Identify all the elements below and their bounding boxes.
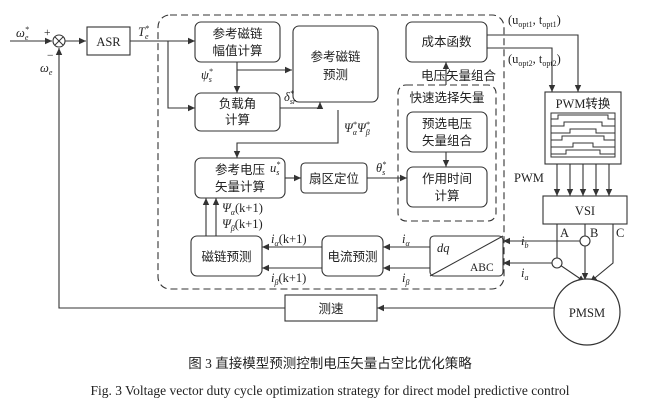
wire-te-load-angle (167, 41, 195, 112)
speed-ref-label: ω*e (16, 25, 29, 42)
ia-label: ia (521, 266, 528, 282)
fast-select-dashed-group (397, 84, 497, 222)
svg-text:测速: 测速 (318, 302, 344, 316)
speed-measurement-block: 测速 (284, 294, 378, 322)
controller-dashed-boundary (157, 14, 505, 290)
psi-alpha-beta-label: Ψ*αΨ*β (344, 120, 370, 137)
dq-abc-transform-block: dq ABC (429, 235, 504, 277)
svg-text:预测: 预测 (323, 68, 348, 82)
flux-amplitude-block: 参考磁链 幅值计算 (194, 21, 281, 63)
us-ref-label: u*s (270, 160, 280, 177)
ialpha-label: iα (402, 232, 410, 248)
uopt2-label: (uopt2, topt2) (508, 52, 561, 68)
svg-text:PWM转换: PWM转换 (556, 96, 611, 111)
preselect-block: 预选电压 矢量组合 (406, 111, 488, 153)
plus-sign: + (44, 27, 51, 39)
flux-observer-block: 磁链预测 (190, 235, 263, 277)
wire-speed-feedback (55, 48, 285, 309)
load-angle-block: 负载角 计算 (194, 92, 281, 132)
volt-combo-label: 电压矢量组合 (421, 68, 497, 83)
svg-text:计算: 计算 (434, 188, 459, 203)
voltage-vector-calc-block: 参考电压 矢量计算 (194, 157, 286, 199)
theta-s-label: θ*s (376, 160, 386, 177)
svg-text:幅值计算: 幅值计算 (212, 43, 262, 58)
minus-sign: − (47, 50, 54, 62)
phase-a-label: A (560, 226, 569, 240)
ialpha-k1-label: iα(k+1) (271, 232, 307, 248)
pwm-signal-lines (553, 164, 613, 196)
sector-block: 扇区定位 (300, 162, 368, 194)
ib-label: ib (521, 234, 528, 250)
summing-junction (52, 34, 66, 48)
svg-text:磁链预测: 磁链预测 (201, 249, 251, 264)
wire-cost-uopt2 (487, 47, 556, 92)
current-prediction-block: 电流预测 (321, 235, 384, 277)
current-sensor-a (551, 257, 563, 269)
caption-zh: 图 3 直接模型预测控制电压矢量占空比优化策略 (188, 355, 472, 371)
pwm-conversion-block: PWM转换 (544, 91, 622, 165)
flux-prediction-block: 参考磁链 预测 (292, 25, 379, 103)
current-sensor-b (579, 235, 591, 247)
svg-text:作用时间: 作用时间 (422, 172, 472, 186)
action-time-block: 作用时间 计算 (406, 166, 488, 208)
torque-ref-label: T*e (138, 24, 149, 41)
ibeta-label: iβ (402, 271, 409, 287)
wire-delta-flux-pred (280, 102, 324, 109)
wire-flux-pred-volt-calc (233, 110, 339, 158)
svg-text:矢量计算: 矢量计算 (215, 179, 265, 194)
speed-fb-label: ωe (40, 61, 53, 77)
asr-block: ASR (86, 26, 131, 56)
svg-text:电流预测: 电流预测 (327, 250, 377, 264)
svg-text:PMSM: PMSM (569, 306, 605, 320)
svg-text:计算: 计算 (225, 112, 250, 127)
svg-text:VSI: VSI (575, 204, 595, 218)
svg-text:dq: dq (437, 241, 450, 255)
uopt1-label: (uopt1, topt1) (508, 13, 561, 29)
wire-phase-c (589, 224, 614, 283)
caption-en: Fig. 3 Voltage vector duty cycle optimiz… (91, 383, 570, 398)
pwm-pulse-pattern-icon (550, 112, 616, 158)
svg-text:参考磁链: 参考磁链 (310, 49, 361, 64)
svg-text:预选电压: 预选电压 (422, 117, 472, 131)
fast-select-title: 快速选择矢量 (409, 91, 484, 105)
svg-text:成本函数: 成本函数 (421, 34, 472, 49)
svg-text:ABC: ABC (470, 262, 494, 274)
svg-text:参考磁链: 参考磁链 (212, 26, 263, 41)
vsi-block: VSI (542, 195, 628, 225)
wire-cost-uopt1 (487, 34, 582, 92)
svg-text:参考电压: 参考电压 (215, 162, 265, 177)
delta-sr-label: δ*sr (284, 89, 297, 106)
ibeta-k1-label: iβ(k+1) (271, 271, 306, 287)
svg-text:扇区定位: 扇区定位 (309, 171, 359, 186)
phase-c-label: C (616, 226, 624, 240)
svg-text:ASR: ASR (96, 35, 121, 49)
svg-text:负载角: 负载角 (219, 97, 257, 111)
phase-b-label: B (590, 226, 598, 240)
cost-function-block: 成本函数 (405, 21, 488, 63)
pwm-label: PWM (514, 171, 544, 185)
psi-s-ref-label: ψ*s (201, 67, 213, 84)
svg-text:矢量组合: 矢量组合 (422, 133, 473, 148)
psi-alpha-k1-label: Ψα(k+1) (222, 201, 263, 217)
pmsm-motor: PMSM (553, 278, 621, 346)
psi-beta-k1-label: Ψβ(k+1) (222, 217, 263, 233)
